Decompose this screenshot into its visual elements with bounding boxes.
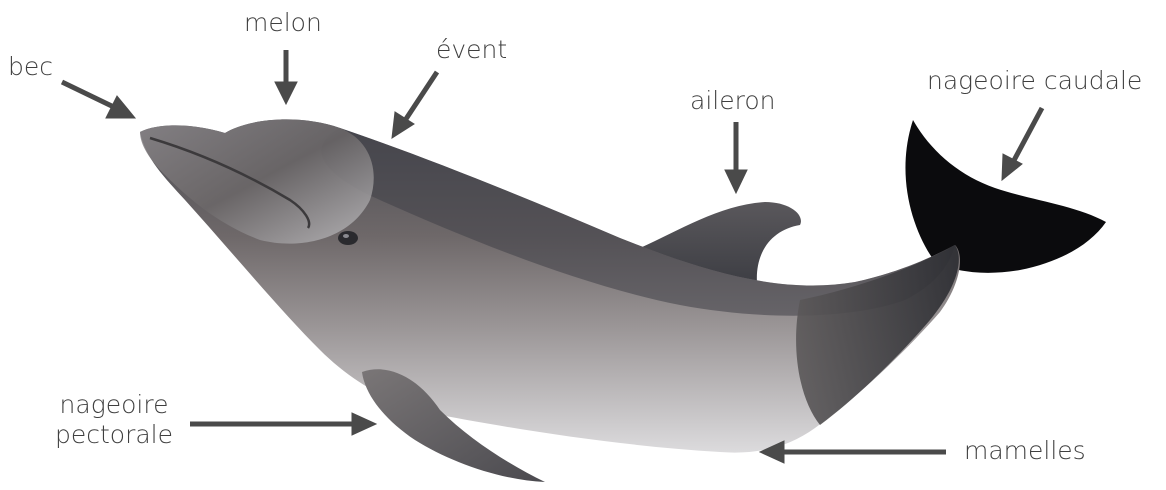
label-nageoire-pectorale-line2: pectorale bbox=[52, 420, 176, 450]
label-mamelles: mamelles bbox=[964, 436, 1086, 466]
eye bbox=[338, 231, 358, 245]
label-nageoire-pectorale-line1: nageoire bbox=[52, 390, 176, 420]
label-aileron: aileron bbox=[690, 86, 775, 116]
arrow-event bbox=[404, 72, 437, 122]
arrowhead-aileron bbox=[725, 170, 747, 193]
label-event: évent bbox=[436, 35, 507, 65]
label-bec: bec bbox=[8, 52, 53, 82]
arrowhead-pectorale bbox=[352, 413, 376, 435]
arrow-caudale bbox=[1012, 108, 1042, 164]
tail-stock bbox=[796, 245, 959, 425]
arrow-bec bbox=[62, 82, 120, 110]
eye-highlight bbox=[343, 234, 349, 238]
label-melon: melon bbox=[244, 8, 322, 38]
arrowhead-melon bbox=[275, 82, 297, 104]
label-nageoire-caudale: nageoire caudale bbox=[927, 66, 1142, 96]
tail-fluke bbox=[905, 120, 1106, 273]
arrowhead-caudale bbox=[1002, 154, 1022, 180]
label-nageoire-pectorale: nageoire pectorale bbox=[52, 390, 176, 450]
